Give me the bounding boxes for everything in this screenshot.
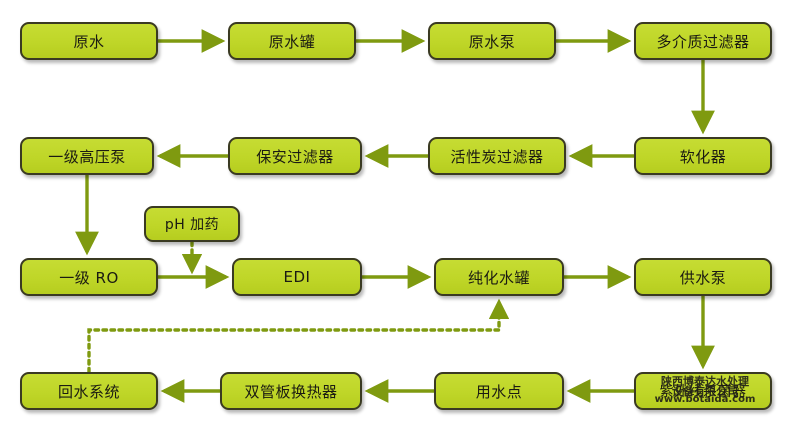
node-label: 供水泵 (679, 268, 727, 287)
node-label: 原水 (73, 32, 105, 51)
node-label: pH 加药 (164, 217, 220, 233)
node-ph-dosing[interactable]: pH 加药 (144, 206, 240, 242)
node-label: 多介质过滤器 (656, 32, 750, 51)
node-supply-pump[interactable]: 供水泵 (634, 258, 772, 296)
node-label: 原水泵 (468, 32, 516, 51)
node-security-filter[interactable]: 保安过滤器 (228, 137, 362, 175)
node-raw-water[interactable]: 原水 (20, 22, 158, 60)
node-label: 一级高压泵 (48, 147, 126, 166)
node-activated-carbon-filter[interactable]: 活性炭过滤器 (428, 137, 566, 175)
node-label: 回水系统 (57, 382, 120, 401)
node-double-tubesheet-heat-exchanger[interactable]: 双管板换热器 (220, 372, 362, 410)
edge-return-recycle-dotted (87, 298, 510, 374)
node-label: 用水点 (475, 382, 523, 401)
node-use-point[interactable]: 用水点 (434, 372, 564, 410)
node-label: 软化器 (679, 147, 727, 166)
node-label: 一级 RO (59, 268, 119, 287)
node-label: 双管板换热器 (244, 382, 338, 401)
node-pure-water-tank[interactable]: 纯化水罐 (434, 258, 564, 296)
node-ro-stage1[interactable]: 一级 RO (20, 258, 158, 296)
node-label: 原水罐 (268, 32, 316, 51)
node-edi[interactable]: EDI (232, 258, 362, 296)
node-label: 纯化水罐 (467, 268, 530, 287)
node-softener[interactable]: 软化器 (634, 137, 772, 175)
node-label: 保安过滤器 (256, 147, 334, 166)
node-label: 活性炭过滤器 (450, 147, 544, 166)
node-multimedia-filter[interactable]: 多介质过滤器 (634, 22, 772, 60)
node-high-pressure-pump[interactable]: 一级高压泵 (20, 137, 154, 175)
node-uv-sterilizer[interactable]: 紫外线杀菌器 (634, 372, 772, 410)
node-raw-water-pump[interactable]: 原水泵 (428, 22, 556, 60)
node-label: EDI (283, 268, 311, 286)
node-raw-water-tank[interactable]: 原水罐 (228, 22, 356, 60)
node-return-water-system[interactable]: 回水系统 (20, 372, 158, 410)
node-label: 紫外线杀菌器 (659, 384, 747, 400)
